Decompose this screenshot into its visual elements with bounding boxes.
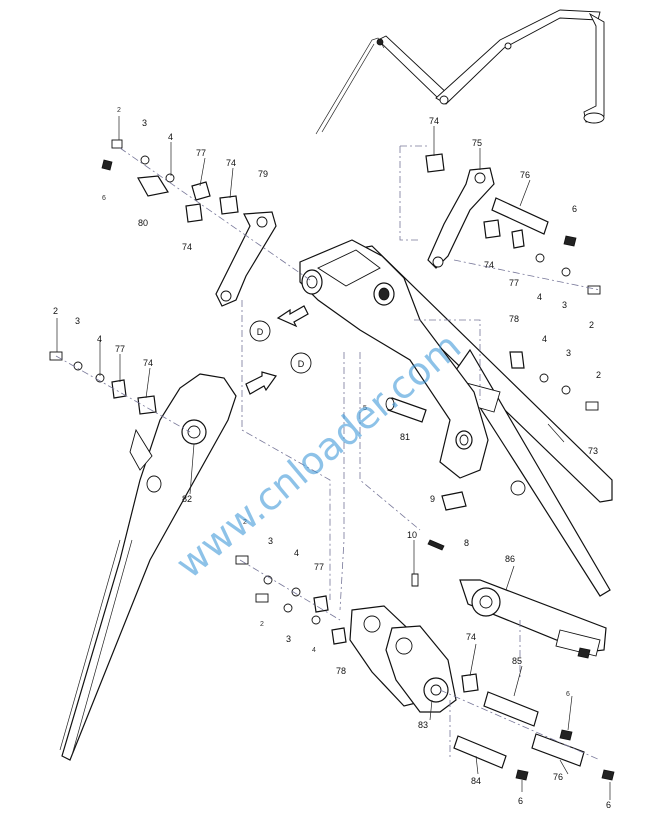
watermark: www.cnloader.com [168,324,470,587]
callout-6: 6 [566,691,570,698]
callout-85: 85 [512,656,522,666]
callout-2: 2 [117,107,121,114]
boom-overview-thumbnail [315,9,605,135]
callout-4: 4 [312,647,316,654]
callout-4: 4 [97,334,102,344]
callout-2: 2 [53,306,58,316]
callout-73: 73 [588,446,598,456]
callout-74: 74 [143,358,153,368]
callout-2: 2 [596,370,601,380]
boom-head-bracket [299,239,526,496]
callout-6: 6 [572,204,577,214]
view-marker-label-1: D [257,327,264,337]
mid-left-pin-group [49,351,157,415]
callout-84: 84 [471,776,481,786]
callout-3: 3 [142,118,147,128]
cylinder-86 [459,579,607,659]
view-marker-circle-1 [249,320,271,342]
callout-6: 6 [518,796,523,806]
view-marker-label-2: D [298,359,305,369]
callout-86: 86 [505,554,515,564]
link-75 [427,167,495,269]
lower-pin-group [235,555,615,781]
callout-5: 5 [363,405,367,412]
callout-82: 82 [182,494,192,504]
callout-75: 75 [472,138,482,148]
pin-81-group [385,397,467,587]
callout-74: 74 [226,158,236,168]
callout-74: 74 [466,632,476,642]
view-indicators: D D [245,305,312,395]
callout-77: 77 [196,148,206,158]
callout-3: 3 [566,348,571,358]
callout-77: 77 [314,562,324,572]
callout-2: 2 [260,621,264,628]
callout-4: 4 [537,292,542,302]
callout-80: 80 [138,218,148,228]
callout-labels: 2 3 4 77 74 6 80 74 79 74 75 76 6 74 77 … [53,107,611,810]
callout-9: 9 [430,494,435,504]
callout-leader-lines [56,116,611,800]
assembly-centerlines [55,145,601,761]
callout-78: 78 [509,314,519,324]
callout-3: 3 [286,634,291,644]
callout-77: 77 [115,344,125,354]
callout-4: 4 [294,548,299,558]
callout-4: 4 [168,132,173,142]
upper-left-pin-group [101,139,239,223]
view-arrow-lower [245,371,277,395]
callout-83: 83 [418,720,428,730]
view-arrow-upper [276,305,309,328]
right-pin-group [425,153,601,411]
link-79 [215,211,277,307]
callout-74: 74 [182,242,192,252]
callout-3: 3 [562,300,567,310]
callout-2: 2 [589,320,594,330]
left-arm-82 [59,373,237,761]
callout-78: 78 [336,666,346,676]
callout-8: 8 [464,538,469,548]
callout-3: 3 [268,536,273,546]
callout-77: 77 [509,278,519,288]
link-assembly-83 [349,605,457,713]
view-marker-circle-2 [290,352,312,374]
callout-10: 10 [407,530,417,540]
callout-81: 81 [400,432,410,442]
callout-74: 74 [429,116,439,126]
callout-4: 4 [542,334,547,344]
callout-3: 3 [75,316,80,326]
callout-2: 2 [243,519,247,526]
callout-79: 79 [258,169,268,179]
callout-74: 74 [484,260,494,270]
callout-76: 76 [553,772,563,782]
callout-6: 6 [102,195,106,202]
callout-6: 6 [606,800,611,810]
callout-76: 76 [520,170,530,180]
